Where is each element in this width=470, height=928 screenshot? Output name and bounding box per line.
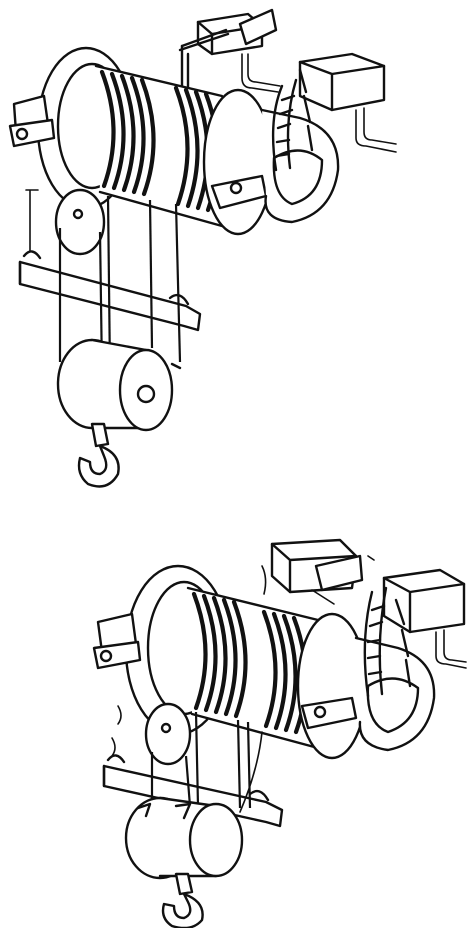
frame-bar-icon — [102, 731, 284, 828]
rope-drum-icon — [92, 564, 436, 760]
crane-hook-icon — [77, 422, 120, 488]
rope-drum-icon — [8, 46, 340, 236]
hook-block-icon — [124, 796, 244, 880]
control-box-icon — [382, 568, 467, 669]
control-box-icon — [298, 52, 397, 153]
hoist-figure-top — [8, 8, 397, 488]
pulley-wheel-icon — [111, 702, 192, 766]
limit-switch-icon — [261, 538, 375, 605]
drive-chain-icon — [363, 586, 412, 698]
drive-chain-icon — [271, 68, 314, 172]
wire-rope-icon — [150, 711, 252, 809]
limit-switch-icon — [178, 8, 281, 94]
pulley-wheel-icon — [25, 188, 106, 256]
hoist-figure-bottom — [92, 538, 467, 928]
hook-block-icon — [56, 338, 182, 432]
crane-hook-icon — [161, 872, 204, 928]
